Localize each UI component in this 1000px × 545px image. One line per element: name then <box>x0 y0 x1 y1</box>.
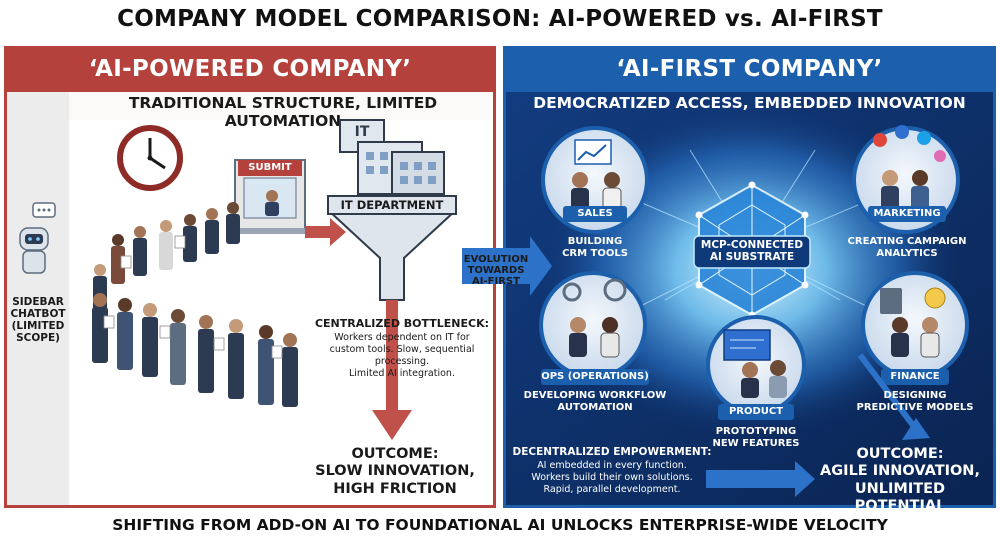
product-caption: PROTOTYPING NEW FEATURES <box>700 426 812 449</box>
outcome-arrow-head <box>372 410 412 440</box>
bottom-caption: SHIFTING FROM ADD-ON AI TO FOUNDATIONAL … <box>0 516 1000 534</box>
ai-first-subtitle: DEMOCRATIZED ACCESS, EMBEDDED INNOVATION <box>503 94 996 112</box>
ai-first-banner: ‘AI-FIRST COMPANY’ <box>503 46 996 92</box>
finance-caption: DESIGNING PREDICTIVE MODELS <box>850 390 980 413</box>
product-node <box>708 317 804 420</box>
decentral-title: DECENTRALIZED EMPOWERMENT: <box>512 446 712 458</box>
marketing-label: MARKETING <box>868 208 946 220</box>
decentral-body: AI embedded in every function. Workers b… <box>512 460 712 496</box>
ops-label: OPS (OPERATIONS) <box>541 371 649 383</box>
sales-label: SALES <box>563 208 627 220</box>
sales-caption: BUILDING CRM TOOLS <box>548 236 642 259</box>
clock-icon <box>120 128 180 188</box>
product-label: PRODUCT <box>718 406 794 418</box>
sidebar-chatbot-label: SIDEBAR CHATBOT (LIMITED SCOPE) <box>8 296 68 344</box>
finance-label: FINANCE <box>881 371 949 383</box>
it-department-label: IT DEPARTMENT <box>328 199 456 212</box>
bottleneck-title: CENTRALIZED BOTTLENECK: <box>312 318 492 331</box>
it-label: IT <box>340 124 384 140</box>
chatbot-icon <box>20 203 55 273</box>
bottleneck-body: Workers dependent on IT for custom tools… <box>312 332 492 380</box>
left-outcome: OUTCOME: SLOW INNOVATION, HIGH FRICTION <box>300 446 490 498</box>
right-outcome: OUTCOME: AGILE INNOVATION, UNLIMITED POT… <box>810 446 990 516</box>
ops-caption: DEVELOPING WORKFLOW AUTOMATION <box>520 390 670 413</box>
ai-substrate-label: MCP-CONNECTED AI SUBSTRATE <box>694 239 810 263</box>
evolution-label: EVOLUTION TOWARDS AI-FIRST <box>462 254 530 288</box>
submit-sign: SUBMIT <box>238 162 302 174</box>
marketing-caption: CREATING CAMPAIGN ANALYTICS <box>836 236 978 259</box>
